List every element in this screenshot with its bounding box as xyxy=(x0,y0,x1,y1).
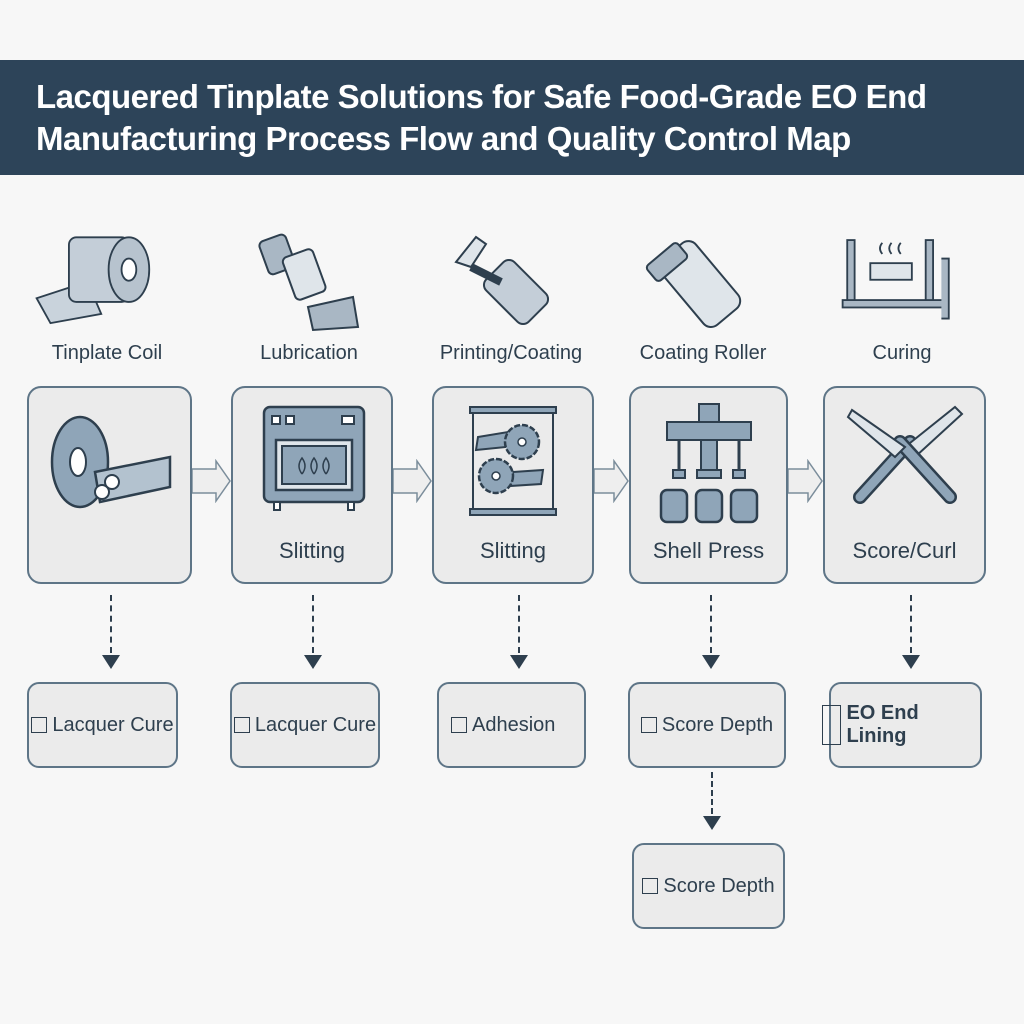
arrowhead-icon xyxy=(703,816,721,830)
dashed-connector xyxy=(711,772,713,814)
process-box-slitting-1: Slitting xyxy=(231,386,393,584)
qc-label: Adhesion xyxy=(472,713,556,736)
qc-label: Score Depth xyxy=(661,713,774,736)
scoring-tools-icon xyxy=(846,405,963,504)
stage-label-coating-roller: Coating Roller xyxy=(639,342,767,364)
qc-label: Lacquer Cure xyxy=(52,713,174,736)
stage-label-curing: Curing xyxy=(872,342,932,364)
arrowhead-icon xyxy=(510,655,528,669)
stage-label-tinplate-coil: Tinplate Coil xyxy=(51,342,163,364)
qc-check-eo-end-lining[interactable]: EO End Lining xyxy=(822,682,982,768)
qc-check-adhesion[interactable]: Adhesion xyxy=(437,682,586,768)
curing-icon xyxy=(841,239,950,320)
dashed-connector xyxy=(710,595,712,653)
qc-label: Score Depth xyxy=(663,874,775,897)
title-line-2: Manufacturing Process Flow and Quality C… xyxy=(36,120,851,157)
process-box-score-curl: Score/Curl xyxy=(823,386,986,584)
press-icon xyxy=(659,403,758,524)
process-label: Score/Curl xyxy=(852,538,957,563)
checkbox-icon[interactable] xyxy=(451,717,467,733)
dashed-connector xyxy=(518,595,520,653)
checkbox-icon[interactable] xyxy=(640,717,657,733)
dashed-connector xyxy=(110,595,112,653)
checkbox-icon[interactable] xyxy=(822,705,842,745)
flow-arrow xyxy=(788,459,823,503)
qc-label: EO End Lining xyxy=(846,702,919,747)
arrowhead-icon xyxy=(102,655,120,669)
qc-check-score-depth-2[interactable]: Score Depth xyxy=(632,843,785,929)
qc-check-score-depth-1[interactable]: Score Depth xyxy=(628,682,786,768)
flow-arrow xyxy=(594,459,629,503)
dashed-connector xyxy=(910,595,912,653)
stage-label-printing-coating: Printing/Coating xyxy=(439,342,583,364)
arrowhead-icon xyxy=(702,655,720,669)
coil-unwind-icon xyxy=(50,415,171,509)
oven-icon xyxy=(262,405,366,511)
qc-check-lacquer-cure-2[interactable]: Lacquer Cure xyxy=(230,682,380,768)
title-banner: Lacquered Tinplate Solutions for Safe Fo… xyxy=(0,60,1024,175)
checkbox-icon[interactable] xyxy=(642,878,659,894)
process-label: Shell Press xyxy=(652,538,765,563)
process-label: Slitting xyxy=(479,538,547,563)
qc-label: Lacquer Cure xyxy=(254,713,377,736)
printing-coating-icon xyxy=(454,235,550,326)
qc-check-lacquer-cure-1[interactable]: Lacquer Cure xyxy=(27,682,178,768)
flow-arrow xyxy=(192,459,231,503)
slitter-blades-icon xyxy=(469,406,557,516)
arrowhead-icon xyxy=(902,655,920,669)
checkbox-icon[interactable] xyxy=(31,717,48,733)
process-box-slitting-2: Slitting xyxy=(432,386,594,584)
process-box-shell-press: Shell Press xyxy=(629,386,788,584)
stage-label-lubrication: Lubrication xyxy=(260,342,358,364)
process-box-coil xyxy=(27,386,192,584)
flow-arrow xyxy=(393,459,432,503)
dashed-connector xyxy=(312,595,314,653)
process-label: Slitting xyxy=(278,538,346,563)
arrowhead-icon xyxy=(304,655,322,669)
coating-roller-icon xyxy=(645,240,742,328)
checkbox-icon[interactable] xyxy=(233,717,250,733)
title-line-1: Lacquered Tinplate Solutions for Safe Fo… xyxy=(36,78,927,115)
lubrication-icon xyxy=(258,233,360,332)
tinplate-coil-icon xyxy=(35,236,151,325)
